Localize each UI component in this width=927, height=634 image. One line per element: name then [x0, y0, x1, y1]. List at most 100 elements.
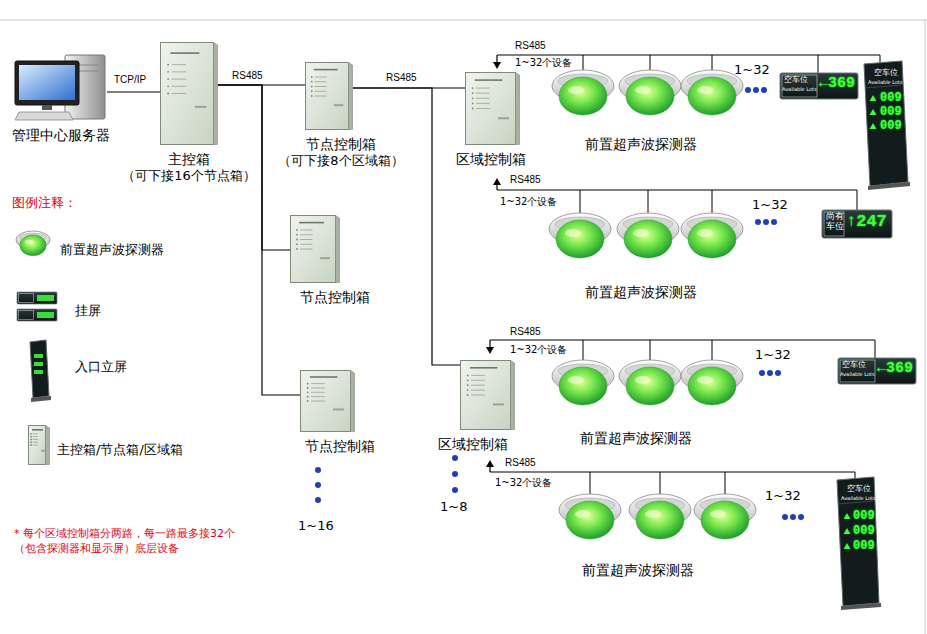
cabinet-row	[476, 88, 490, 89]
edge-label: RS485	[384, 72, 419, 84]
arrowhead	[493, 62, 501, 69]
drop-wire	[583, 340, 584, 361]
node-label: 主控箱	[168, 151, 210, 168]
entrance-screen-divider	[838, 501, 873, 504]
cabinet-dot	[307, 383, 309, 385]
screen-inner-box	[840, 360, 875, 382]
hanging-screen	[822, 210, 892, 238]
screen-digits	[37, 295, 54, 301]
cabinet-dot	[30, 436, 32, 438]
detector-highlight	[565, 229, 581, 237]
cabinet-dot	[167, 71, 169, 73]
cabinet-dot	[167, 85, 169, 87]
control-box-node: 节点控制箱	[300, 370, 355, 432]
detector-highlight	[635, 376, 651, 384]
green-arrow	[870, 123, 877, 129]
monitor-screen	[19, 65, 75, 100]
detector-highlight	[645, 510, 661, 518]
cabinet-row	[315, 76, 327, 77]
entrance-screen	[837, 477, 881, 610]
drop-wire	[855, 472, 856, 478]
ellipsis-dot	[315, 482, 321, 488]
node-label: 区域控制箱	[456, 151, 526, 168]
ellipsis-dot	[755, 219, 761, 225]
detector-highlight	[633, 229, 649, 237]
screen-digits: 009	[853, 540, 875, 554]
cabinet-title	[314, 69, 338, 71]
green-arrow	[844, 543, 851, 549]
cabinet-row	[471, 390, 485, 391]
screen-digits	[34, 362, 43, 366]
cabinet-title	[310, 376, 338, 378]
screen-inner-box	[19, 311, 34, 320]
ellipsis-dot	[763, 219, 769, 225]
cabinet-row	[311, 396, 325, 397]
bus-arrow-line	[496, 55, 497, 63]
screen-digits: 009	[880, 120, 902, 134]
ellipsis-dot	[775, 370, 781, 376]
cabinet-row	[32, 442, 38, 443]
bus-label: RS485	[510, 326, 541, 338]
node-label: （可下接8个区域箱）	[278, 153, 403, 169]
edge-label: RS485	[230, 70, 265, 82]
ultrasonic-detector	[681, 213, 743, 258]
detector-lens	[636, 501, 684, 539]
cabinet-row	[311, 383, 325, 384]
cabinet-side	[516, 73, 520, 145]
cabinet-row	[311, 392, 325, 393]
cabinet-row	[315, 86, 327, 87]
cabinet-dot	[296, 243, 298, 245]
cabinet-dot	[472, 92, 474, 94]
screen-caption: 尚有车位	[826, 212, 844, 232]
cabinet-plate	[333, 408, 344, 410]
legend-text: 前置超声波探测器	[60, 242, 164, 257]
legend-item: 入口立屏	[75, 360, 127, 375]
node-label: 管理中心服务器	[12, 127, 110, 144]
node-caption: 节点控制箱	[305, 438, 375, 455]
detector-highlight	[575, 510, 591, 518]
entrance-screen-divider	[865, 85, 901, 88]
detector-lens	[559, 367, 607, 405]
text-label: 1~16	[298, 519, 334, 534]
ultrasonic-detector	[16, 231, 50, 256]
text-label: 1~32	[734, 63, 770, 78]
screen-body	[780, 73, 858, 99]
cabinet-dot	[311, 76, 313, 78]
rs485-bus	[497, 54, 880, 55]
detector-lens	[566, 501, 614, 539]
detector-lens	[688, 367, 736, 405]
screen-digits: 009	[880, 106, 902, 120]
cabinet-row	[32, 433, 38, 434]
detector-lens	[688, 77, 736, 115]
cabinet-dot	[472, 87, 474, 89]
node-label: （可下接16个节点箱）	[122, 168, 256, 184]
cabinet-dot	[167, 93, 169, 95]
cabinet-side	[511, 361, 515, 430]
cabinet-dot	[296, 239, 298, 241]
cabinet-icon	[290, 215, 340, 283]
detector-highlight	[25, 240, 34, 244]
ultrasonic-detector	[629, 494, 691, 539]
cabinet-row	[32, 436, 38, 437]
screen-inner-box	[782, 75, 817, 97]
text-label: 前置超声波探测器	[582, 562, 694, 578]
cabinet-icon	[300, 370, 355, 432]
cabinet-row	[300, 234, 313, 235]
cabinet-dot	[296, 248, 298, 250]
text-label: 1~32个设备	[515, 57, 572, 69]
control-box-node: 节点控制箱（可下接8个区域箱）	[305, 62, 353, 130]
bus-connector	[107, 91, 160, 92]
screen-digits	[34, 354, 43, 358]
cabinet-row	[300, 249, 313, 250]
text-label: Available Lots	[841, 496, 876, 502]
frame-line	[925, 20, 926, 634]
ultrasonic-detector	[552, 70, 614, 115]
text-label: 前置超声波探测器	[585, 284, 697, 300]
note-text: * 每个区域控制箱分两路，每一路最多接32个（包含探测器和显示屏）底层设备	[14, 527, 254, 557]
cabinet-plate	[493, 403, 504, 405]
rs485-bus	[490, 471, 855, 472]
keyboard	[15, 112, 73, 120]
ellipsis-dot	[767, 370, 773, 376]
drop-wire	[880, 55, 881, 62]
cabinet-row	[32, 439, 38, 440]
